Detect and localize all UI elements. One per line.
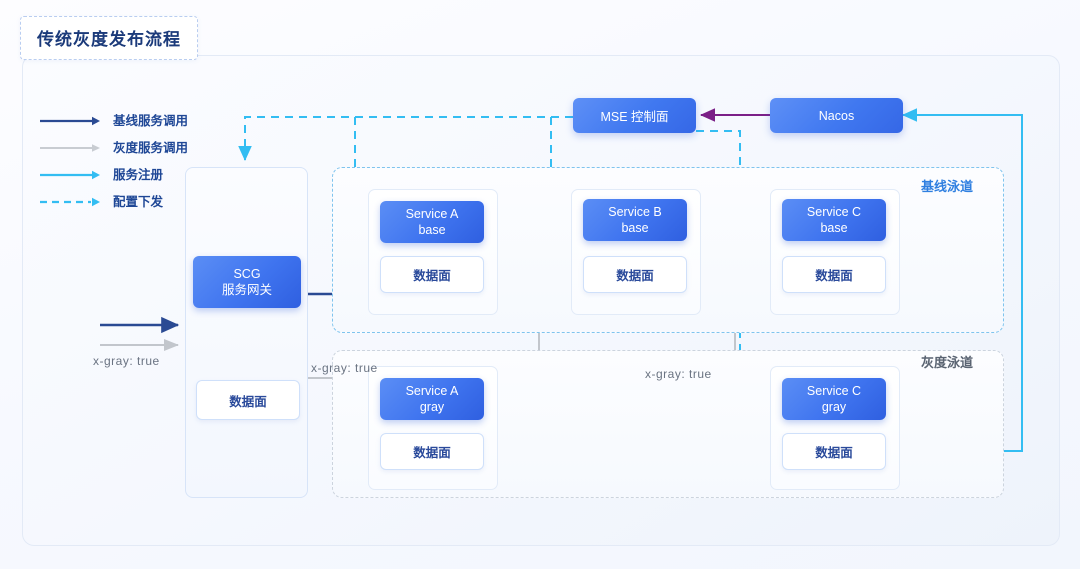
data-plane-b-base[interactable]: 数据面 [583, 256, 687, 293]
scg-line2: 服务网关 [221, 283, 272, 297]
legend-label-config: 配置下发 [113, 195, 164, 209]
legend-label-baseline: 基线服务调用 [113, 114, 189, 128]
legend-item-config-push: 配置下发 [40, 187, 188, 214]
scg-line1: SCG [233, 267, 261, 281]
legend-item-gray-call: 灰度服务调用 [40, 133, 188, 160]
service-a-gray-name: Service A [405, 384, 459, 398]
legend-item-baseline-call: 基线服务调用 [40, 106, 188, 133]
data-plane-c-gray[interactable]: 数据面 [782, 433, 886, 470]
lane-title-baseline: 基线泳道 [921, 179, 974, 194]
service-b-base-variant: base [621, 221, 649, 235]
legend-item-service-register: 服务注册 [40, 160, 188, 187]
node-service-c-base[interactable]: Service C base [782, 199, 886, 241]
annotation-service-c-x-gray: x-gray: true [645, 367, 712, 381]
node-service-a-base[interactable]: Service A base [380, 201, 484, 243]
node-nacos[interactable]: Nacos [770, 98, 903, 133]
service-c-base-name: Service C [806, 205, 862, 219]
page-title: 传统灰度发布流程 [20, 16, 198, 60]
gateway-panel [185, 167, 308, 498]
node-service-a-gray[interactable]: Service A gray [380, 378, 484, 420]
node-service-b-base[interactable]: Service B base [583, 199, 687, 241]
service-c-base-variant: base [820, 221, 848, 235]
node-scg-gateway[interactable]: SCG 服务网关 [193, 256, 301, 308]
service-c-gray-variant: gray [821, 400, 847, 414]
service-c-gray-name: Service C [806, 384, 862, 398]
legend-swatch-config [40, 195, 102, 207]
service-a-base-name: Service A [405, 207, 459, 221]
node-service-c-gray[interactable]: Service C gray [782, 378, 886, 420]
annotation-gateway-x-gray: x-gray: true [93, 354, 160, 368]
data-plane-a-base[interactable]: 数据面 [380, 256, 484, 293]
legend-swatch-baseline [40, 114, 102, 126]
node-mse-control-plane[interactable]: MSE 控制面 [573, 98, 696, 133]
annotation-service-a-x-gray: x-gray: true [311, 361, 378, 375]
service-a-base-variant: base [418, 223, 446, 237]
data-plane-c-base[interactable]: 数据面 [782, 256, 886, 293]
legend-label-register: 服务注册 [113, 168, 164, 182]
legend: 基线服务调用 灰度服务调用 服务注册 [40, 106, 188, 214]
legend-swatch-register [40, 168, 102, 180]
legend-label-gray: 灰度服务调用 [113, 141, 189, 155]
legend-swatch-gray [40, 141, 102, 153]
lane-title-gray: 灰度泳道 [921, 355, 974, 370]
data-plane-a-gray[interactable]: 数据面 [380, 433, 484, 470]
gateway-data-plane[interactable]: 数据面 [196, 380, 300, 420]
service-b-base-name: Service B [608, 205, 662, 219]
service-a-gray-variant: gray [419, 400, 445, 414]
